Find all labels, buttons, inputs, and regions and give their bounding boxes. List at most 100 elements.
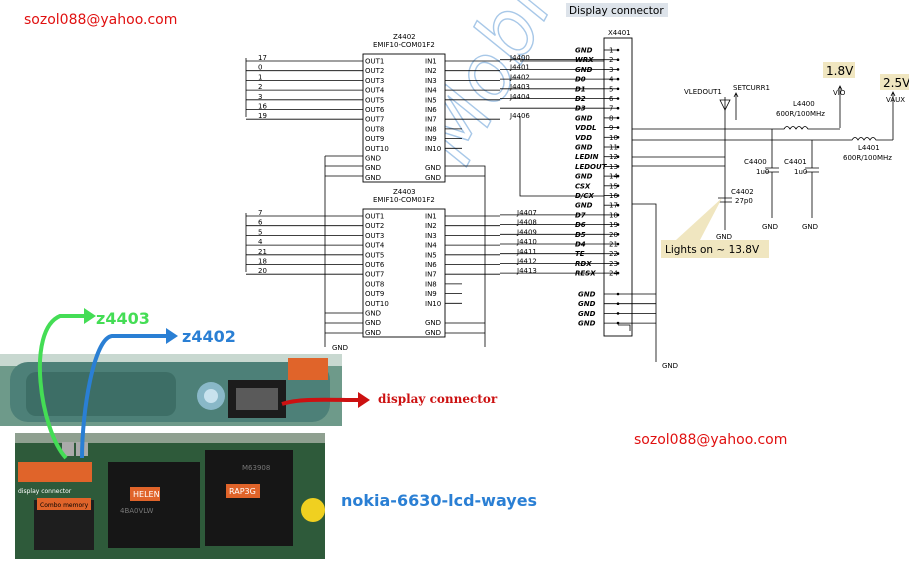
display-connector-ref: X4401 xyxy=(608,29,631,37)
c4401-value: 1u0 xyxy=(794,168,807,176)
connector-pin-number: 15 xyxy=(609,182,618,190)
z4403-out-pin: OUT6 xyxy=(365,261,385,269)
z4403-in-pin: IN3 xyxy=(425,232,437,240)
c4402-label: C4402 xyxy=(731,188,754,196)
connector-pin-number: 10 xyxy=(609,134,618,142)
connector-pin-number: 12 xyxy=(609,153,618,161)
board-photo-bottom: Combo memory display connector HELEN 4BA… xyxy=(15,433,325,559)
z4403-out-pin: OUT8 xyxy=(365,280,384,288)
chip-helen: HELEN xyxy=(133,490,160,499)
connector-pin-label: GND xyxy=(575,202,593,210)
z4403-net-label: 4 xyxy=(258,238,263,246)
z4403-out-pin: OUT2 xyxy=(365,222,384,230)
z4403-in-pin: IN10 xyxy=(425,300,441,308)
z4403-jumper: J4408 xyxy=(516,219,537,227)
connector-pin-label: LEDIN xyxy=(575,153,599,161)
z4402-in-pin: IN6 xyxy=(425,106,437,114)
z4403-in-pin: IN4 xyxy=(425,242,437,250)
connector-pin-number: 18 xyxy=(609,211,618,219)
connector-gnd-label: GND xyxy=(578,300,596,308)
connector-pin-number: 9 xyxy=(609,124,613,132)
connector-gnd-label: GND xyxy=(578,320,596,328)
connector-pin-label: D5 xyxy=(575,231,586,239)
z4403-out-pin: OUT7 xyxy=(365,271,384,279)
z4402-jumper: J4402 xyxy=(509,73,530,81)
connector-pin-number: 21 xyxy=(609,241,618,249)
z4402-out-pin: GND xyxy=(365,174,381,182)
annotation-z4402: z4402 xyxy=(182,327,236,346)
bus-gnd-label: GND xyxy=(332,344,348,352)
z4402-in-pin: GND xyxy=(425,174,441,182)
z4403-in-pin: IN8 xyxy=(425,280,437,288)
z4402-jumper: J4400 xyxy=(509,54,530,62)
connector-pin-number: 17 xyxy=(609,202,618,210)
connector-pin-label: GND xyxy=(575,47,593,55)
z4402-in-pin: IN3 xyxy=(425,77,437,85)
connector-pin-number: 5 xyxy=(609,85,613,93)
chip-rap3g: RAP3G xyxy=(229,487,256,496)
z4402-in-pin: IN1 xyxy=(425,58,437,66)
z4402-jumper: J4403 xyxy=(509,83,530,91)
z4403-out-pin: OUT3 xyxy=(365,232,384,240)
connector-pin-label: D6 xyxy=(575,221,586,229)
email-top-left: sozol088@yahoo.com xyxy=(24,12,177,28)
z4402-out-pin: OUT3 xyxy=(365,77,384,85)
connector-pin-number: 2 xyxy=(609,56,613,64)
z4402-jumper: J4401 xyxy=(509,64,530,72)
z4402-out-pin: OUT9 xyxy=(365,135,384,143)
z4403-out-pin: OUT10 xyxy=(365,300,389,308)
z4402-out-pin: OUT8 xyxy=(365,125,384,133)
connector-pin-number: 11 xyxy=(609,144,618,152)
c4401-label: C4401 xyxy=(784,158,807,166)
z4402-out-pin: OUT10 xyxy=(365,145,389,153)
z4403-jumper: J4409 xyxy=(516,228,537,236)
z4403-ref: Z4403 xyxy=(393,188,416,196)
z4402-in-pin: IN5 xyxy=(425,96,437,104)
z4403-out-pin: OUT9 xyxy=(365,290,384,298)
badge-1-8v: 1.8V xyxy=(826,64,854,78)
z4402-net-label: 16 xyxy=(258,103,267,111)
connector-pin-number: 22 xyxy=(609,250,618,258)
connector-pin-label: GND xyxy=(575,114,593,122)
z4403-jumper: J4411 xyxy=(516,248,537,256)
z4402-out-pin: OUT6 xyxy=(365,106,385,114)
connector-pin-label: VDDL xyxy=(575,124,597,132)
z4403-in-pin: IN2 xyxy=(425,222,437,230)
connector-pin-number: 8 xyxy=(609,114,613,122)
connector-gnd-label: GND xyxy=(578,310,596,318)
connector-pin-number: 4 xyxy=(609,76,614,84)
connector-pin-label: GND xyxy=(575,144,593,152)
connector-pin-label: WRX xyxy=(575,56,594,64)
lights-note: Lights on ~ 13.8V xyxy=(665,244,760,256)
chip-rap3g-code: M63908 xyxy=(242,464,270,472)
connector-pin-number: 6 xyxy=(609,95,614,103)
connector-pin-label: TE xyxy=(575,250,585,258)
connector-pin-number: 19 xyxy=(609,221,618,229)
z4403-in-pin: IN7 xyxy=(425,271,437,279)
connector-pin-label: GND xyxy=(575,66,593,74)
c4400-gnd: GND xyxy=(762,223,778,231)
connector-pin-number: 14 xyxy=(609,173,618,181)
z4402-out-pin: GND xyxy=(365,155,381,163)
z4403-jumper: J4412 xyxy=(516,258,537,266)
page-title: nokia-6630-lcd-wayes xyxy=(341,491,537,510)
annotation-display-connector: display connector xyxy=(378,392,498,406)
connector-pin-number: 23 xyxy=(609,260,618,268)
z4403-net-label: 6 xyxy=(258,219,263,227)
connector-pin-label: D2 xyxy=(575,95,586,103)
z4403-net-label: 5 xyxy=(258,228,262,236)
connector-pin-number: 7 xyxy=(609,105,613,113)
z4402-out-pin: OUT1 xyxy=(365,58,384,66)
z4403-jumper: J4407 xyxy=(516,209,537,217)
left-bus-wires xyxy=(245,58,604,347)
c4400-value: 1u0 xyxy=(756,168,769,176)
connector-pin-label: D0 xyxy=(575,76,586,84)
z4403-in-pin: IN9 xyxy=(425,290,437,298)
board-label-display: display connector xyxy=(18,488,72,495)
z4403-out-pin: GND xyxy=(365,310,381,318)
z4403-out-pin: OUT4 xyxy=(365,242,385,250)
z4402-net-label: 3 xyxy=(258,93,262,101)
